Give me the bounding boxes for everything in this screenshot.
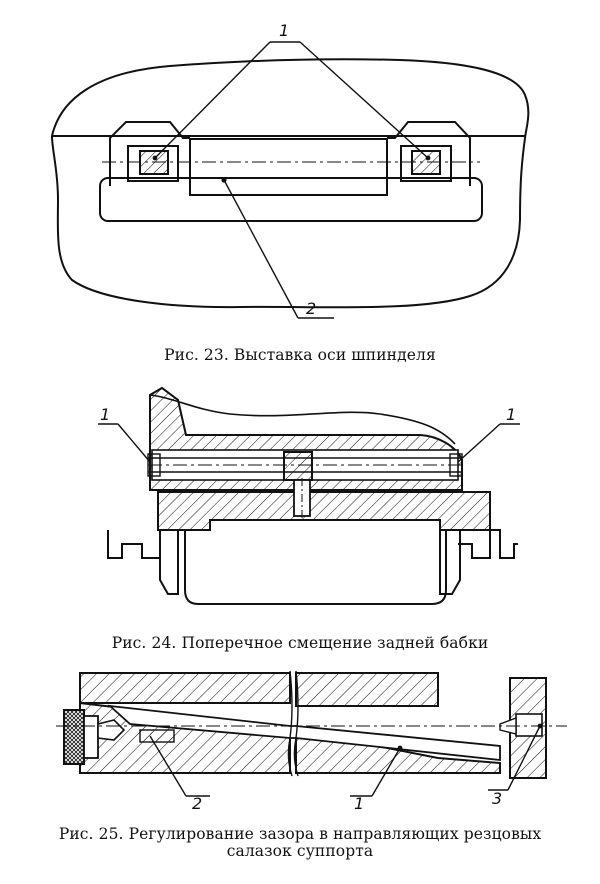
figure-23-drawing: 1 2: [50, 21, 530, 319]
center-nut: [283, 451, 313, 481]
callout-1-right: 1: [506, 405, 516, 424]
base-plate: [99, 177, 483, 222]
figure-25-caption-line1: Рис. 25. Регулирование зазора в направля…: [58, 825, 542, 843]
figure-25-caption-line2: салазок суппорта: [226, 842, 374, 860]
housing-outline: [50, 58, 530, 309]
callout-1-left: 1: [100, 405, 110, 424]
bed-ways: [107, 529, 518, 605]
figure-24-caption: Рис. 24. Поперечное смещение задней бабк…: [111, 634, 489, 652]
figure-23-caption: Рис. 23. Выставка оси шпинделя: [164, 346, 436, 364]
callout-2: 2: [192, 794, 202, 813]
figure-25-drawing: 2 1 3: [56, 670, 567, 813]
tailstock-lower-plate: [157, 491, 491, 531]
figure-25-caption: Рис. 25. Регулирование зазора в направля…: [0, 826, 600, 860]
callout-1: 1: [354, 794, 364, 813]
upper-slide: [79, 672, 291, 704]
callout-3: 3: [492, 789, 502, 808]
callout-1: 1: [279, 21, 289, 40]
end-cap: [63, 709, 85, 765]
callout-2: 2: [306, 299, 316, 318]
figure-24-drawing: 1 1: [98, 386, 520, 605]
spindle-block: [189, 138, 388, 196]
